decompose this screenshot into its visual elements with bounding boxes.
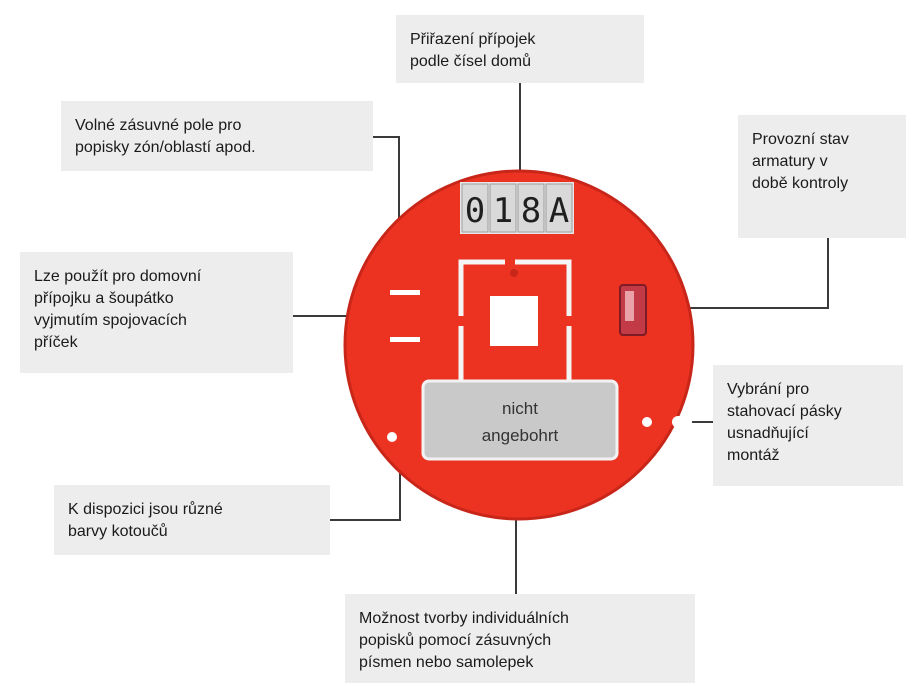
label-house-connection-line-1: Lze použít pro domovní: [34, 268, 202, 285]
frame-bridge-right: [565, 316, 574, 326]
number-tile-char-4: A: [549, 191, 569, 231]
disc-shading: [343, 169, 695, 521]
number-tile-2: [489, 183, 517, 233]
label-operating-state: Provozní stav armatury v době kontroly: [738, 115, 906, 238]
marker-disc: 0 1 8 A nicht angebohrt: [343, 169, 695, 521]
right-notch-hole: [642, 417, 652, 427]
label-individual-labels: Možnost tvorby individuálních popisků po…: [345, 594, 695, 683]
frame-bridge-left: [457, 316, 466, 326]
left-notch: [345, 431, 366, 443]
label-operating-state-line-2: armatury v: [752, 153, 828, 170]
label-disc-colors-line-2: barvy kotoučů: [68, 523, 168, 540]
right-notch: [672, 416, 693, 428]
label-disc-colors: K dispozici jsou různé barvy kotoučů: [54, 485, 330, 555]
left-notch-hole: [387, 432, 397, 442]
center-dot: [510, 269, 518, 277]
label-house-connection-line-4: příček: [34, 334, 78, 351]
label-cable-ties-line-4: montáž: [727, 447, 780, 464]
number-tile-3: [517, 183, 545, 233]
label-house-numbers: Přiřazení přípojek podle čísel domů: [396, 15, 644, 83]
label-individual-labels-line-1: Možnost tvorby individuálních: [359, 610, 569, 627]
label-disc-colors-line-1: K dispozici jsou různé: [68, 501, 223, 518]
label-cable-ties: Vybrání pro stahovací pásky usnadňující …: [713, 365, 903, 486]
label-house-connection-line-3: vyjmutím spojovacích: [34, 312, 187, 329]
label-house-numbers-line-1: Přiřazení přípojek: [410, 31, 536, 48]
label-individual-labels-line-2: popisků pomocí zásuvných: [359, 632, 552, 649]
sticker-line-2: angebohrt: [482, 426, 559, 445]
number-tile-char-2: 1: [493, 191, 513, 231]
number-tile-char-3: 8: [521, 191, 541, 231]
sticker-line-1: nicht: [502, 399, 538, 418]
label-cable-ties-line-2: stahovací pásky: [727, 403, 842, 420]
label-operating-state-line-3: době kontroly: [752, 175, 849, 192]
center-opening: [490, 296, 538, 346]
label-cable-ties-line-1: Vybrání pro: [727, 381, 810, 398]
frame-bridge-top: [505, 258, 515, 267]
label-free-field-line-1: Volné zásuvné pole pro: [75, 117, 242, 134]
sticker-body: [421, 379, 619, 461]
label-operating-state-line-1: Provozní stav: [752, 131, 849, 148]
label-house-numbers-line-2: podle čísel domů: [410, 53, 531, 70]
state-indicator-shine: [625, 291, 634, 321]
number-tile-char-1: 0: [465, 191, 485, 231]
label-cable-ties-line-3: usnadňující: [727, 425, 809, 442]
number-tiles: 0 1 8 A: [460, 182, 574, 234]
label-individual-labels-line-3: písmen nebo samolepek: [359, 654, 534, 671]
free-slot-bottom: [390, 337, 420, 342]
label-house-connection: Lze použít pro domovní přípojku a šoupát…: [20, 252, 293, 373]
sticker: nicht angebohrt: [421, 379, 619, 461]
leader-operating-state: [645, 238, 829, 309]
label-house-connection-line-2: přípojku a šoupátko: [34, 290, 174, 307]
number-tile-4: [545, 183, 573, 233]
number-tile-1: [461, 183, 489, 233]
free-slot-top: [390, 290, 420, 295]
label-free-field: Volné zásuvné pole pro popisky zón/oblas…: [61, 101, 373, 171]
label-free-field-line-2: popisky zón/oblastí apod.: [75, 139, 256, 156]
